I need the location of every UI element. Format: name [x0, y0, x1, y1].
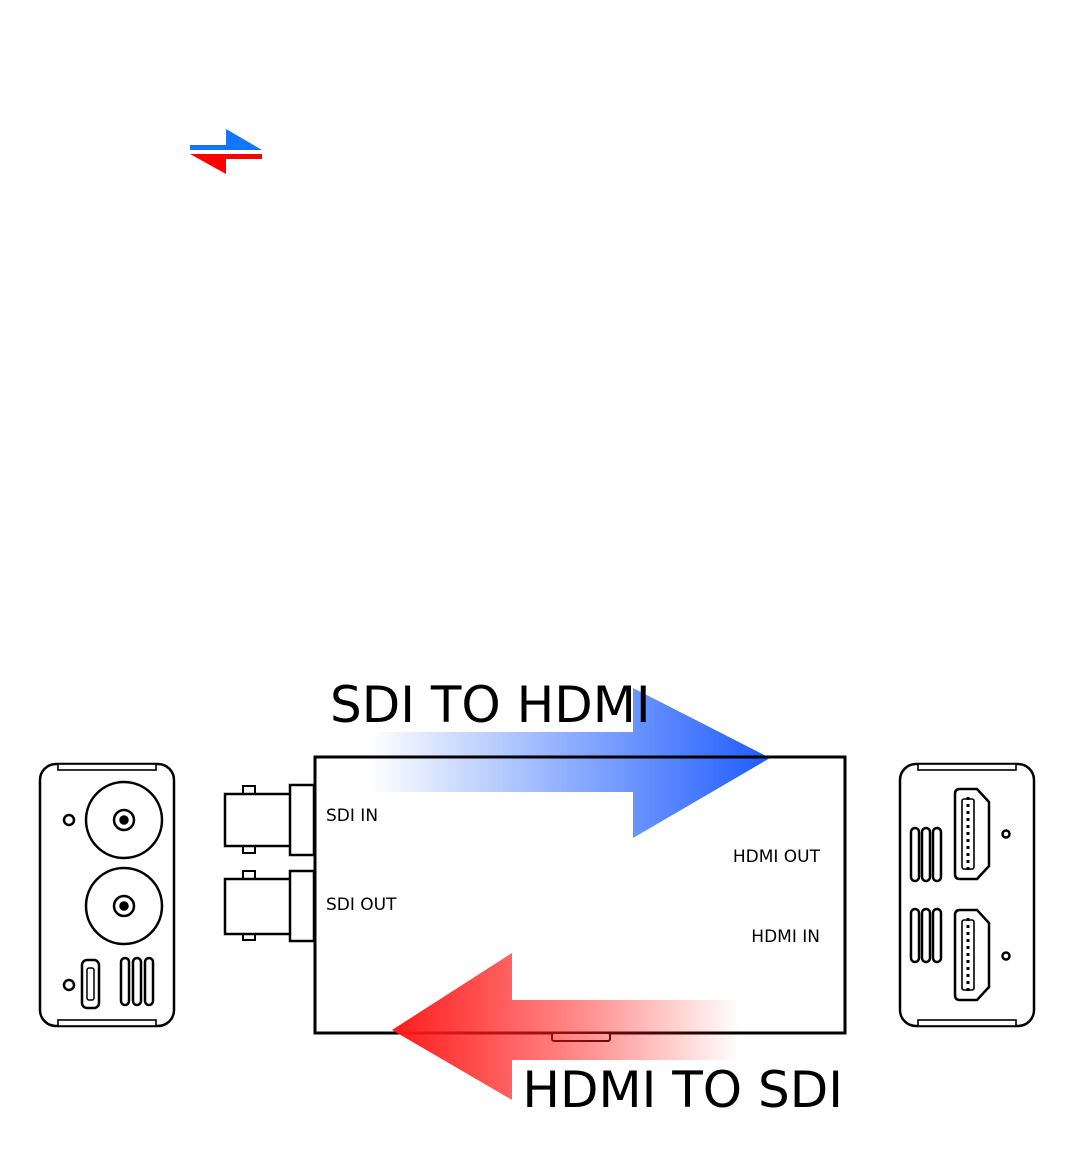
hdmi-in-port-icon	[953, 908, 991, 1002]
flow-title-sdi-to-hdmi: SDI TO HDMI	[330, 676, 651, 734]
sdi-out-plug-icon	[223, 869, 316, 943]
sdi-in-bnc-icon	[84, 780, 164, 860]
sdi-to-hdmi-arrow	[370, 688, 770, 838]
mini-hdmi-port-icon	[80, 958, 101, 1010]
bnc-plugs	[223, 783, 316, 943]
icon-forward-arrow	[190, 129, 262, 150]
sdi-in-plug-icon	[223, 783, 316, 857]
port-label-hdmi-in: HDMI IN	[751, 927, 820, 947]
hdmi-to-sdi-arrow	[392, 953, 740, 1100]
sdi-out-bnc-icon	[84, 866, 164, 946]
vent-slots-icon	[119, 956, 155, 1007]
port-label-sdi-out: SDI OUT	[326, 895, 397, 915]
sdi-side-panel	[38, 762, 176, 1028]
vent-slots-icon	[909, 826, 943, 964]
hdmi-out-port-icon	[953, 787, 991, 881]
port-label-hdmi-out: HDMI OUT	[733, 847, 821, 867]
flow-title-hdmi-to-sdi: HDMI TO SDI	[522, 1061, 843, 1119]
bidirectional-arrows-icon	[190, 129, 262, 174]
port-label-sdi-in: SDI IN	[326, 806, 378, 826]
icon-reverse-arrow	[190, 154, 262, 174]
hdmi-side-panel	[898, 762, 1036, 1028]
